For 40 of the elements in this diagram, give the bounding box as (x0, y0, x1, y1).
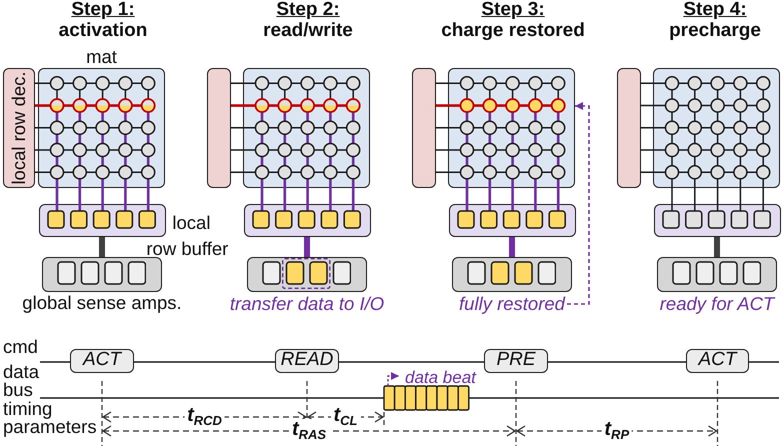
annotation-text: fully restored (459, 294, 565, 314)
timing-label: t$_{CL}$ (330, 405, 360, 425)
sense-amp-label: global sense amps. (22, 293, 182, 314)
dashed-arrow (567, 102, 590, 305)
row-label: timing parameters (3, 400, 97, 436)
step-caption: ready for ACT (660, 294, 774, 314)
annotation-text: data beat (405, 368, 476, 388)
step-title: read/write (263, 21, 353, 41)
row-label: cmd (3, 337, 38, 357)
row-decoder (207, 68, 231, 188)
row-decoder (3, 68, 35, 188)
buffer-label: local row buffer (146, 211, 230, 262)
command-box: ACT (686, 349, 749, 373)
row-decoder (617, 68, 641, 188)
step-title: charge restored (441, 21, 585, 41)
row-buffer (244, 204, 371, 237)
step-heading: Step 3: (481, 0, 545, 20)
step-caption: transfer data to I/O (230, 294, 384, 314)
step-heading: Step 2: (276, 0, 340, 20)
timing-label: t$_{RP}$ (601, 419, 632, 439)
step-heading: Step 4: (683, 0, 747, 20)
row-decoder (412, 68, 436, 188)
bus-line (99, 237, 105, 257)
row-buffer (654, 204, 781, 237)
bus-line (714, 237, 720, 257)
sense-amp-bank (247, 257, 367, 292)
decoder-label: local row dec. (9, 71, 29, 185)
command-box: PRE (484, 349, 548, 373)
bus-line (509, 237, 515, 257)
sense-amp-bank (452, 257, 572, 292)
timing-label: t$_{RCD}$ (184, 405, 225, 425)
mat-label: mat (86, 47, 117, 68)
row-buffer (449, 204, 576, 237)
sense-amp-bank (657, 257, 777, 292)
step-heading: Step 1: (71, 0, 135, 20)
bus-line (304, 237, 310, 257)
step-title: precharge (669, 21, 761, 41)
command-box: READ (275, 349, 339, 373)
step-title: activation (58, 21, 148, 41)
command-box: ACT (70, 349, 134, 373)
